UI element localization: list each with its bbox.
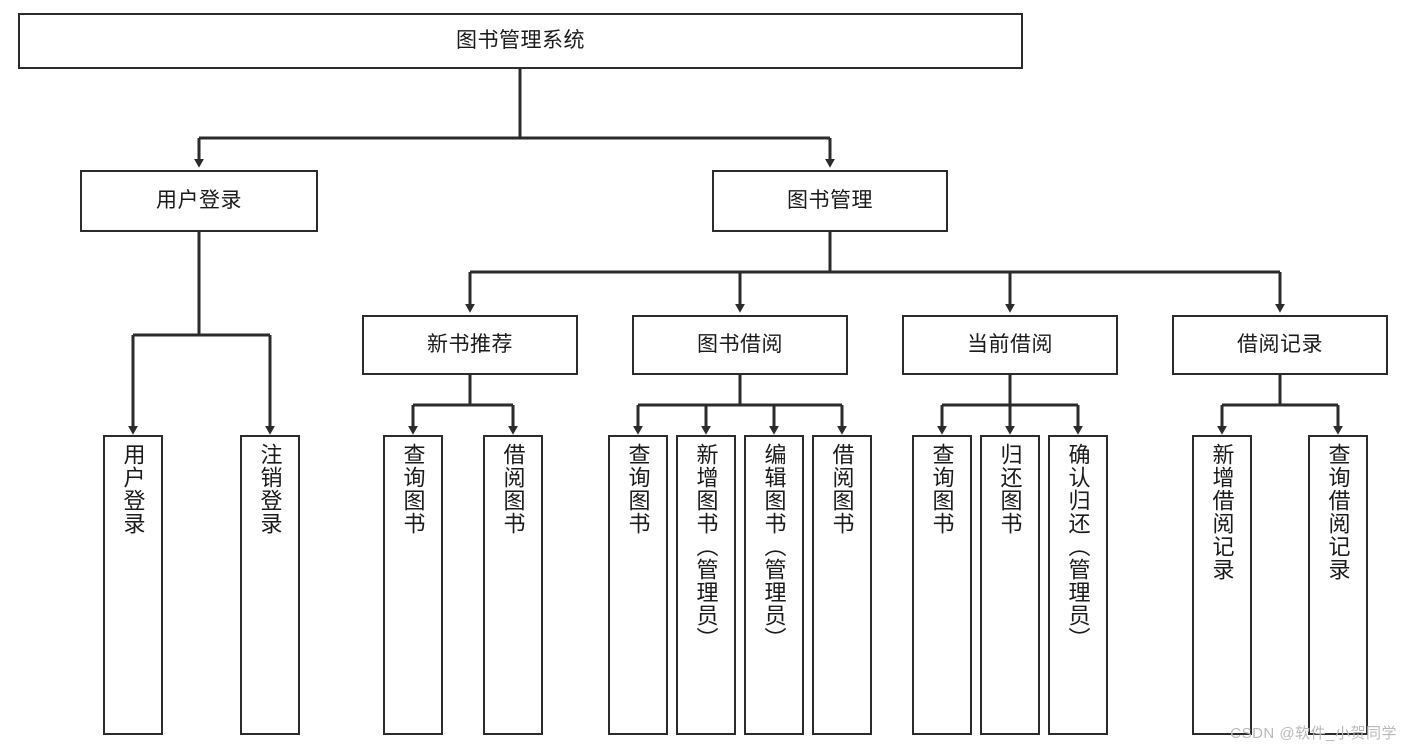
node-leaf-borrow-book-new[interactable]: 借阅图书 [483,435,543,735]
node-leaf-logout-login[interactable]: 注销登录 [240,435,300,735]
node-user-login[interactable]: 用户登录 [80,170,318,232]
node-label: 图书管理系统 [456,29,585,53]
node-book-borrow[interactable]: 图书借阅 [632,315,848,375]
node-label: 编辑图书（管理员） [761,443,787,650]
node-leaf-add-book[interactable]: 新增图书（管理员） [676,435,736,735]
node-leaf-user-login[interactable]: 用户登录 [103,435,163,735]
node-borrow-record[interactable]: 借阅记录 [1172,315,1388,375]
node-label: 新增图书（管理员） [693,443,719,650]
node-label: 图书借阅 [697,333,783,357]
node-label: 借阅图书 [500,443,526,535]
node-label: 借阅图书 [829,443,855,535]
node-label: 确认归还（管理员） [1065,443,1091,650]
node-root-book-management-system[interactable]: 图书管理系统 [18,13,1023,69]
node-leaf-edit-book[interactable]: 编辑图书（管理员） [744,435,804,735]
node-label: 查询图书 [400,443,426,535]
node-leaf-query-book-new[interactable]: 查询图书 [383,435,443,735]
node-label: 新增借阅记录 [1209,443,1235,581]
node-label: 注销登录 [257,443,283,535]
node-label: 查询图书 [929,443,955,535]
watermark-text: CSDN @软件_小贺同学 [1230,725,1397,742]
node-label: 查询图书 [625,443,651,535]
node-leaf-query-book-current[interactable]: 查询图书 [912,435,972,735]
node-label: 查询借阅记录 [1325,443,1351,581]
node-label: 新书推荐 [427,333,513,357]
node-new-book-recommend[interactable]: 新书推荐 [362,315,578,375]
node-label: 用户登录 [156,189,242,213]
node-leaf-return-book[interactable]: 归还图书 [980,435,1040,735]
node-label: 图书管理 [787,189,873,213]
node-label: 归还图书 [997,443,1023,535]
node-leaf-borrow-book[interactable]: 借阅图书 [812,435,872,735]
node-current-borrow[interactable]: 当前借阅 [902,315,1118,375]
node-label: 用户登录 [120,443,146,535]
node-label: 借阅记录 [1237,333,1323,357]
node-leaf-confirm-return[interactable]: 确认归还（管理员） [1048,435,1108,735]
node-book-management[interactable]: 图书管理 [712,170,948,232]
node-leaf-query-book-borrow[interactable]: 查询图书 [608,435,668,735]
node-leaf-query-borrow-record[interactable]: 查询借阅记录 [1308,435,1368,735]
node-label: 当前借阅 [967,333,1053,357]
node-leaf-add-borrow-record[interactable]: 新增借阅记录 [1192,435,1252,735]
